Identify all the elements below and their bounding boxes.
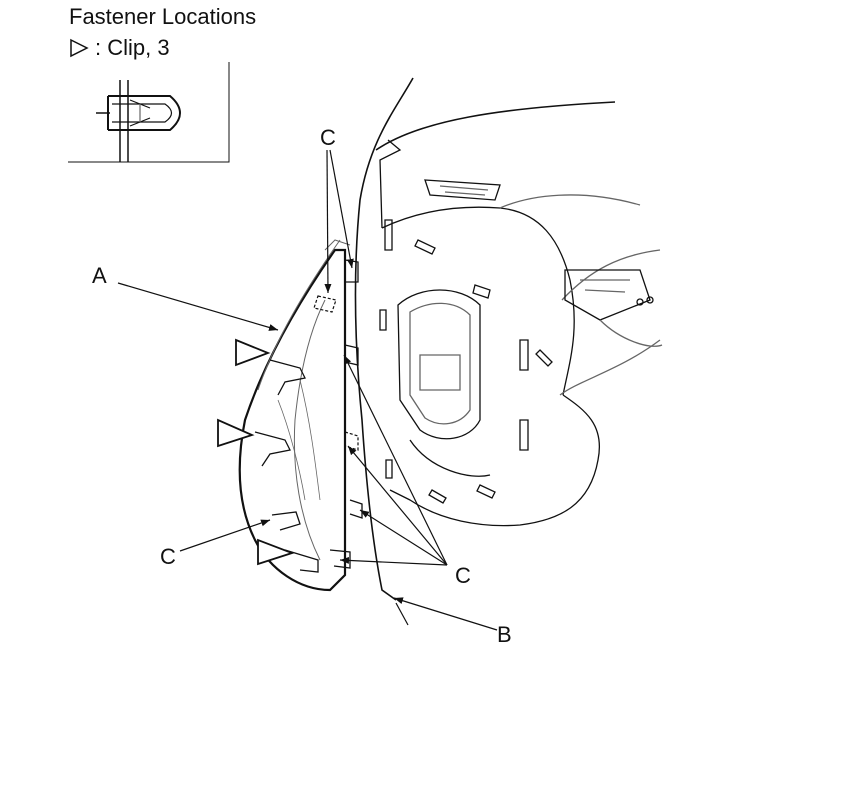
clip-triangle-icon [235, 338, 271, 367]
callout-c-right: C [455, 563, 471, 588]
clip-triangle-icon [257, 538, 295, 566]
callout-a: A [92, 263, 107, 288]
leader-lines [117, 149, 498, 631]
legend-clip-label: : Clip, 3 [95, 35, 170, 60]
clip-detail-inset [68, 62, 230, 163]
legend-clip: : Clip, 3 [69, 35, 170, 61]
callout-c-left: C [160, 544, 176, 569]
side-panel-a [238, 239, 363, 592]
clip-triangle-icon [217, 418, 255, 448]
clip-triangle-icon [70, 38, 89, 58]
dashboard-body [354, 77, 663, 601]
diagram-title: Fastener Locations [69, 4, 257, 29]
clip-markers [217, 338, 295, 566]
callout-c-top: C [320, 125, 336, 150]
callout-b: B [497, 622, 512, 647]
